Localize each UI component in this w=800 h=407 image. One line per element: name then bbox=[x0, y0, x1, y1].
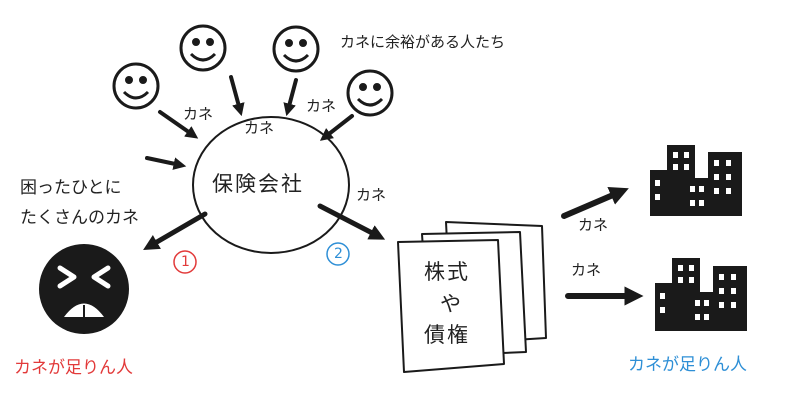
troubled-people-label: たくさんのカネ bbox=[20, 210, 139, 227]
kane-label: カネ bbox=[306, 99, 336, 114]
short-of-money-label-blue: カネが足りん人 bbox=[628, 357, 747, 374]
short-of-money-label-red: カネが足りん人 bbox=[14, 360, 133, 377]
number-2-label: 2 bbox=[334, 247, 343, 261]
distressed-face-icon bbox=[39, 244, 129, 334]
company-buildings-icon bbox=[650, 145, 742, 216]
troubled-people-label: 困ったひとに bbox=[20, 180, 122, 197]
kane-label: カネ bbox=[356, 188, 386, 203]
arrow-to-troubled bbox=[150, 214, 205, 246]
smiley-icon bbox=[114, 64, 158, 108]
smiley-icon bbox=[181, 26, 225, 70]
smiley-icon bbox=[274, 27, 318, 71]
kane-label: カネ bbox=[578, 218, 608, 233]
ya-label: や bbox=[440, 294, 463, 315]
kane-label: カネ bbox=[571, 263, 601, 278]
insurer-label: 保険会社 bbox=[212, 174, 304, 195]
number-1-label: 1 bbox=[181, 255, 190, 269]
rich-people-label: カネに余裕がある人たち bbox=[340, 35, 505, 50]
arrow-to-building-top bbox=[564, 192, 620, 216]
company-buildings-icon bbox=[655, 258, 747, 331]
bonds-label: 債権 bbox=[424, 325, 470, 346]
securities-papers-icon bbox=[398, 222, 546, 372]
kane-label: カネ bbox=[244, 121, 274, 136]
kane-label: カネ bbox=[183, 107, 213, 122]
smiley-icon bbox=[348, 71, 392, 115]
stocks-label: 株式 bbox=[424, 262, 470, 283]
